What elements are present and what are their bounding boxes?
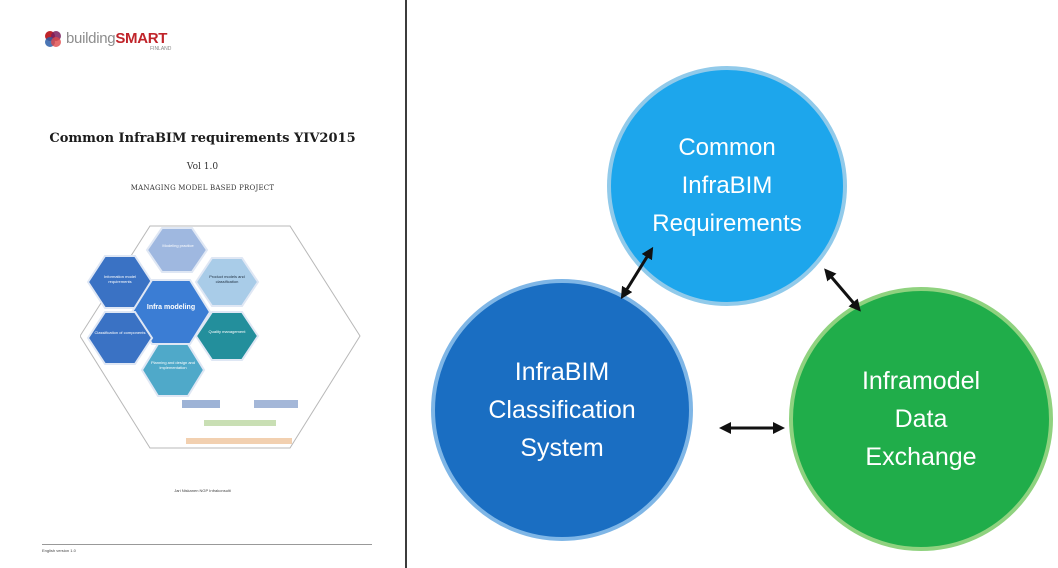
hexagon-bottom-label: Planning and design and implementation — [150, 360, 196, 370]
hexagon-graphic — [79, 225, 361, 449]
requirements-diagram: Common InfraBIM Requirements InfraBIM Cl… — [407, 0, 1058, 568]
footer-divider — [42, 544, 372, 545]
circle-top-label: Common InfraBIM Requirements — [652, 134, 802, 237]
logo-text-light: building — [66, 30, 116, 47]
document-cover: buildingSMART FINLAND Common InfraBIM re… — [0, 0, 405, 568]
circle-right-label: Inframodel Data Exchange — [861, 367, 981, 471]
hexagon-right-bottom — [194, 311, 260, 361]
hexagon-left-bottom-label: Classification of components — [94, 330, 146, 335]
document-version: Vol 1.0 — [186, 162, 219, 172]
logo-subtext: FINLAND — [150, 46, 172, 52]
hexagon-left-top-label: Information model requirements — [103, 274, 136, 284]
document-footer: English version 1.0 — [42, 548, 76, 553]
vertical-divider — [405, 0, 407, 568]
hexagon-bottom — [140, 343, 206, 397]
circle-inframodel-data-exchange: Inframodel Data Exchange — [789, 287, 1053, 551]
hexagon-top — [145, 227, 209, 273]
hexagon-center-label: Infra modeling — [146, 304, 196, 311]
hexagon-left-bottom — [86, 311, 154, 365]
circle-infrabim-classification-system: InfraBIM Classification System — [431, 279, 693, 541]
hexagon-right-bottom-label: Quality management — [208, 329, 246, 334]
logo-text: buildingSMART — [66, 30, 167, 47]
document-author: Jari Niskanen NGP Infrakonsulti — [174, 488, 231, 493]
document-subtitle: MANAGING MODEL BASED PROJECT — [130, 184, 275, 192]
document-title: Common InfraBIM requirements YIV2015 — [49, 131, 356, 146]
arrow-top-right — [824, 268, 861, 312]
hexagon-top-label: Modeling practice — [162, 243, 194, 248]
circle-left-label: InfraBIM Classification System — [488, 358, 636, 462]
circle-common-infrabim-requirements: Common InfraBIM Requirements — [607, 66, 847, 306]
hexagon-figure: Modeling practice Information model requ… — [79, 218, 380, 458]
hexagon-right-top — [194, 257, 260, 307]
hexagon-right-top-label: Product models and classification — [209, 274, 245, 284]
buildingsmart-logo-icon — [45, 31, 61, 47]
logo-text-strong: SMART — [115, 30, 168, 47]
